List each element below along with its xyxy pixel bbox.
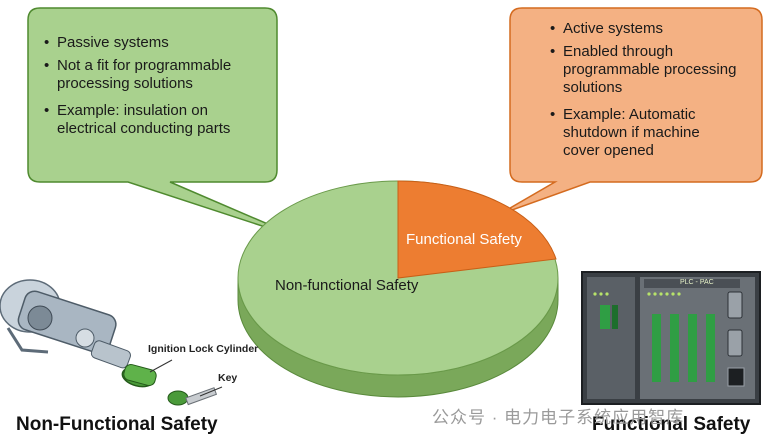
left-bullet: Example: insulation on electrical conduc… (44, 102, 264, 138)
ignition-label: Ignition Lock Cylinder (148, 343, 259, 355)
left-bullet: Not a fit for programmable processing so… (44, 57, 264, 93)
left-callout: Passive systems Not a fit for programmab… (44, 34, 264, 143)
right-bullet: Enabled through programmable processing … (550, 43, 740, 97)
right-callout: Active systems Enabled through programma… (550, 20, 740, 165)
plc-rack-illustration (581, 271, 761, 405)
right-bullet: Active systems (550, 20, 740, 38)
right-callout-list: Active systems Enabled through programma… (550, 20, 740, 160)
pie-slice-functional (397, 180, 557, 279)
pie-label-functional: Functional Safety (406, 231, 522, 248)
key-label: Key (218, 372, 238, 384)
caption-functional-safety: Functional Safety (592, 414, 751, 435)
left-bullet: Passive systems (44, 34, 264, 52)
pie-label-nonfunctional: Non-functional Safety (275, 277, 419, 294)
plc-header-label: PLC - PAC (680, 279, 714, 286)
caption-non-functional-safety: Non-Functional Safety (16, 414, 218, 435)
watermark-text: 公众号 · 电力电子系统应用智库 (432, 408, 685, 427)
left-callout-list: Passive systems Not a fit for programmab… (44, 34, 264, 138)
ignition-lock-illustration (0, 279, 223, 406)
right-bullet: Example: Automatic shutdown if machine c… (550, 106, 740, 160)
